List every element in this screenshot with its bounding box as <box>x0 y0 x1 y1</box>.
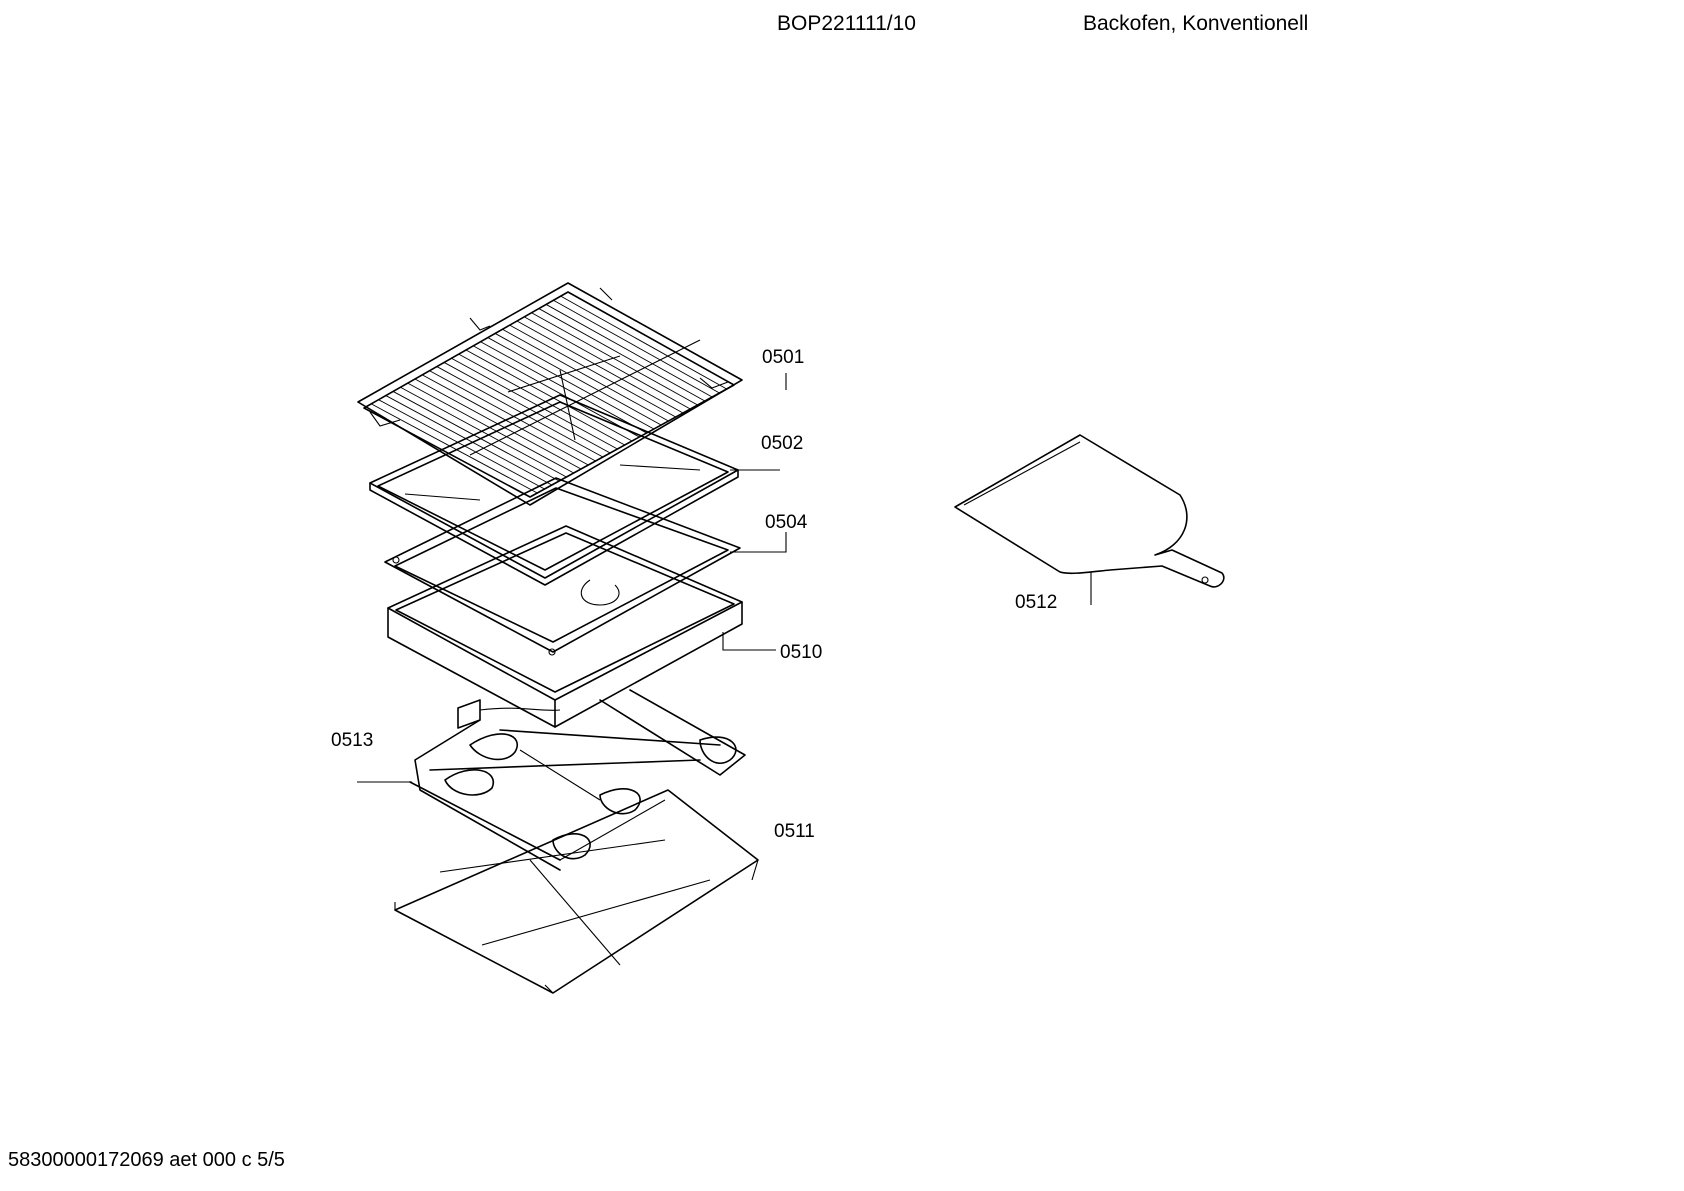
rack-bar <box>400 386 567 478</box>
wire-rack-part[interactable] <box>357 282 743 506</box>
label-0510: 0510 <box>780 642 822 663</box>
appliance-description: Backofen, Konventionell <box>1083 12 1309 35</box>
rack-frame-part[interactable] <box>394 789 759 994</box>
rack-bar <box>407 382 574 474</box>
pizza-peel-part[interactable] <box>954 434 1225 588</box>
rack-bar <box>436 366 604 458</box>
deep-pan-part[interactable] <box>387 525 743 728</box>
label-0513: 0513 <box>331 730 373 751</box>
label-0504: 0504 <box>765 512 808 533</box>
rack-bar <box>545 304 713 398</box>
rack-bar <box>378 399 545 490</box>
rack-bar <box>502 328 669 422</box>
rack-bar <box>516 320 684 414</box>
leader-0504 <box>730 532 787 553</box>
rack-bar <box>553 299 720 394</box>
rack-bar <box>465 349 633 442</box>
rack-bar <box>531 312 698 406</box>
rack-bar <box>443 362 611 454</box>
enamel-tray-part[interactable] <box>384 477 741 656</box>
rack-bar <box>385 395 553 486</box>
rack-bar <box>487 337 655 430</box>
document-id: 58300000172069 aet 000 c 5/5 <box>8 1149 285 1171</box>
rack-bar <box>560 295 727 390</box>
heating-element-part[interactable] <box>409 689 746 871</box>
label-0512: 0512 <box>1015 592 1057 613</box>
rack-bar <box>524 316 691 410</box>
rack-bar <box>392 391 560 482</box>
rack-bar <box>429 370 596 462</box>
rack-bar <box>451 357 618 450</box>
rack-bar <box>538 308 706 402</box>
leader-0510 <box>722 632 776 651</box>
rack-bar <box>371 403 538 494</box>
rack-bar <box>458 353 625 446</box>
rack-bar <box>494 333 662 426</box>
rack-bar <box>473 345 640 438</box>
label-0501: 0501 <box>762 347 804 368</box>
model-number: BOP221111/10 <box>777 12 916 35</box>
label-0511: 0511 <box>774 821 815 842</box>
label-0502: 0502 <box>761 433 803 454</box>
rack-bar <box>509 324 676 418</box>
